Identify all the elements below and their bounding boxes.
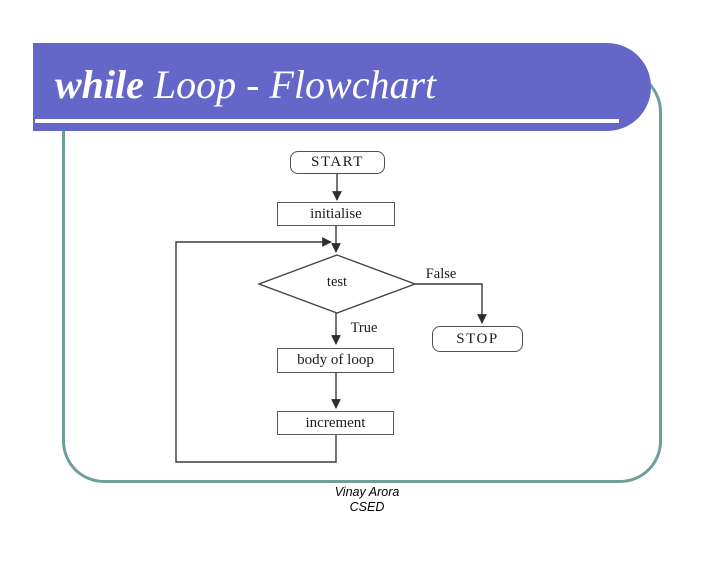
banner-underline — [35, 119, 619, 123]
page-title: while Loop - Flowchart — [55, 43, 436, 127]
flow-node-body-of-loop: body of loop — [277, 348, 394, 373]
footer-author: Vinay Arora — [334, 485, 400, 499]
flow-node-test-label: test — [326, 274, 348, 290]
flow-node-start: START — [290, 151, 385, 174]
flow-node-stop-label: STOP — [456, 330, 499, 347]
edge-label-true: True — [350, 320, 378, 336]
flow-node-initialise-label: initialise — [310, 205, 362, 222]
edge-label-false: False — [425, 266, 457, 282]
flow-node-increment-label: increment — [305, 414, 366, 431]
flow-node-stop: STOP — [432, 326, 523, 352]
flow-node-increment: increment — [277, 411, 394, 435]
flow-node-initialise: initialise — [277, 202, 395, 226]
page-title-rest: Loop - Flowchart — [143, 62, 437, 107]
flow-node-body-of-loop-label: body of loop — [297, 352, 374, 368]
page-title-emphasis: while — [55, 62, 144, 107]
title-banner: while Loop - Flowchart — [33, 43, 651, 131]
flow-node-start-label: START — [311, 154, 364, 170]
footer-credit: Vinay Arora CSED — [262, 485, 472, 515]
footer-department: CSED — [349, 500, 385, 514]
